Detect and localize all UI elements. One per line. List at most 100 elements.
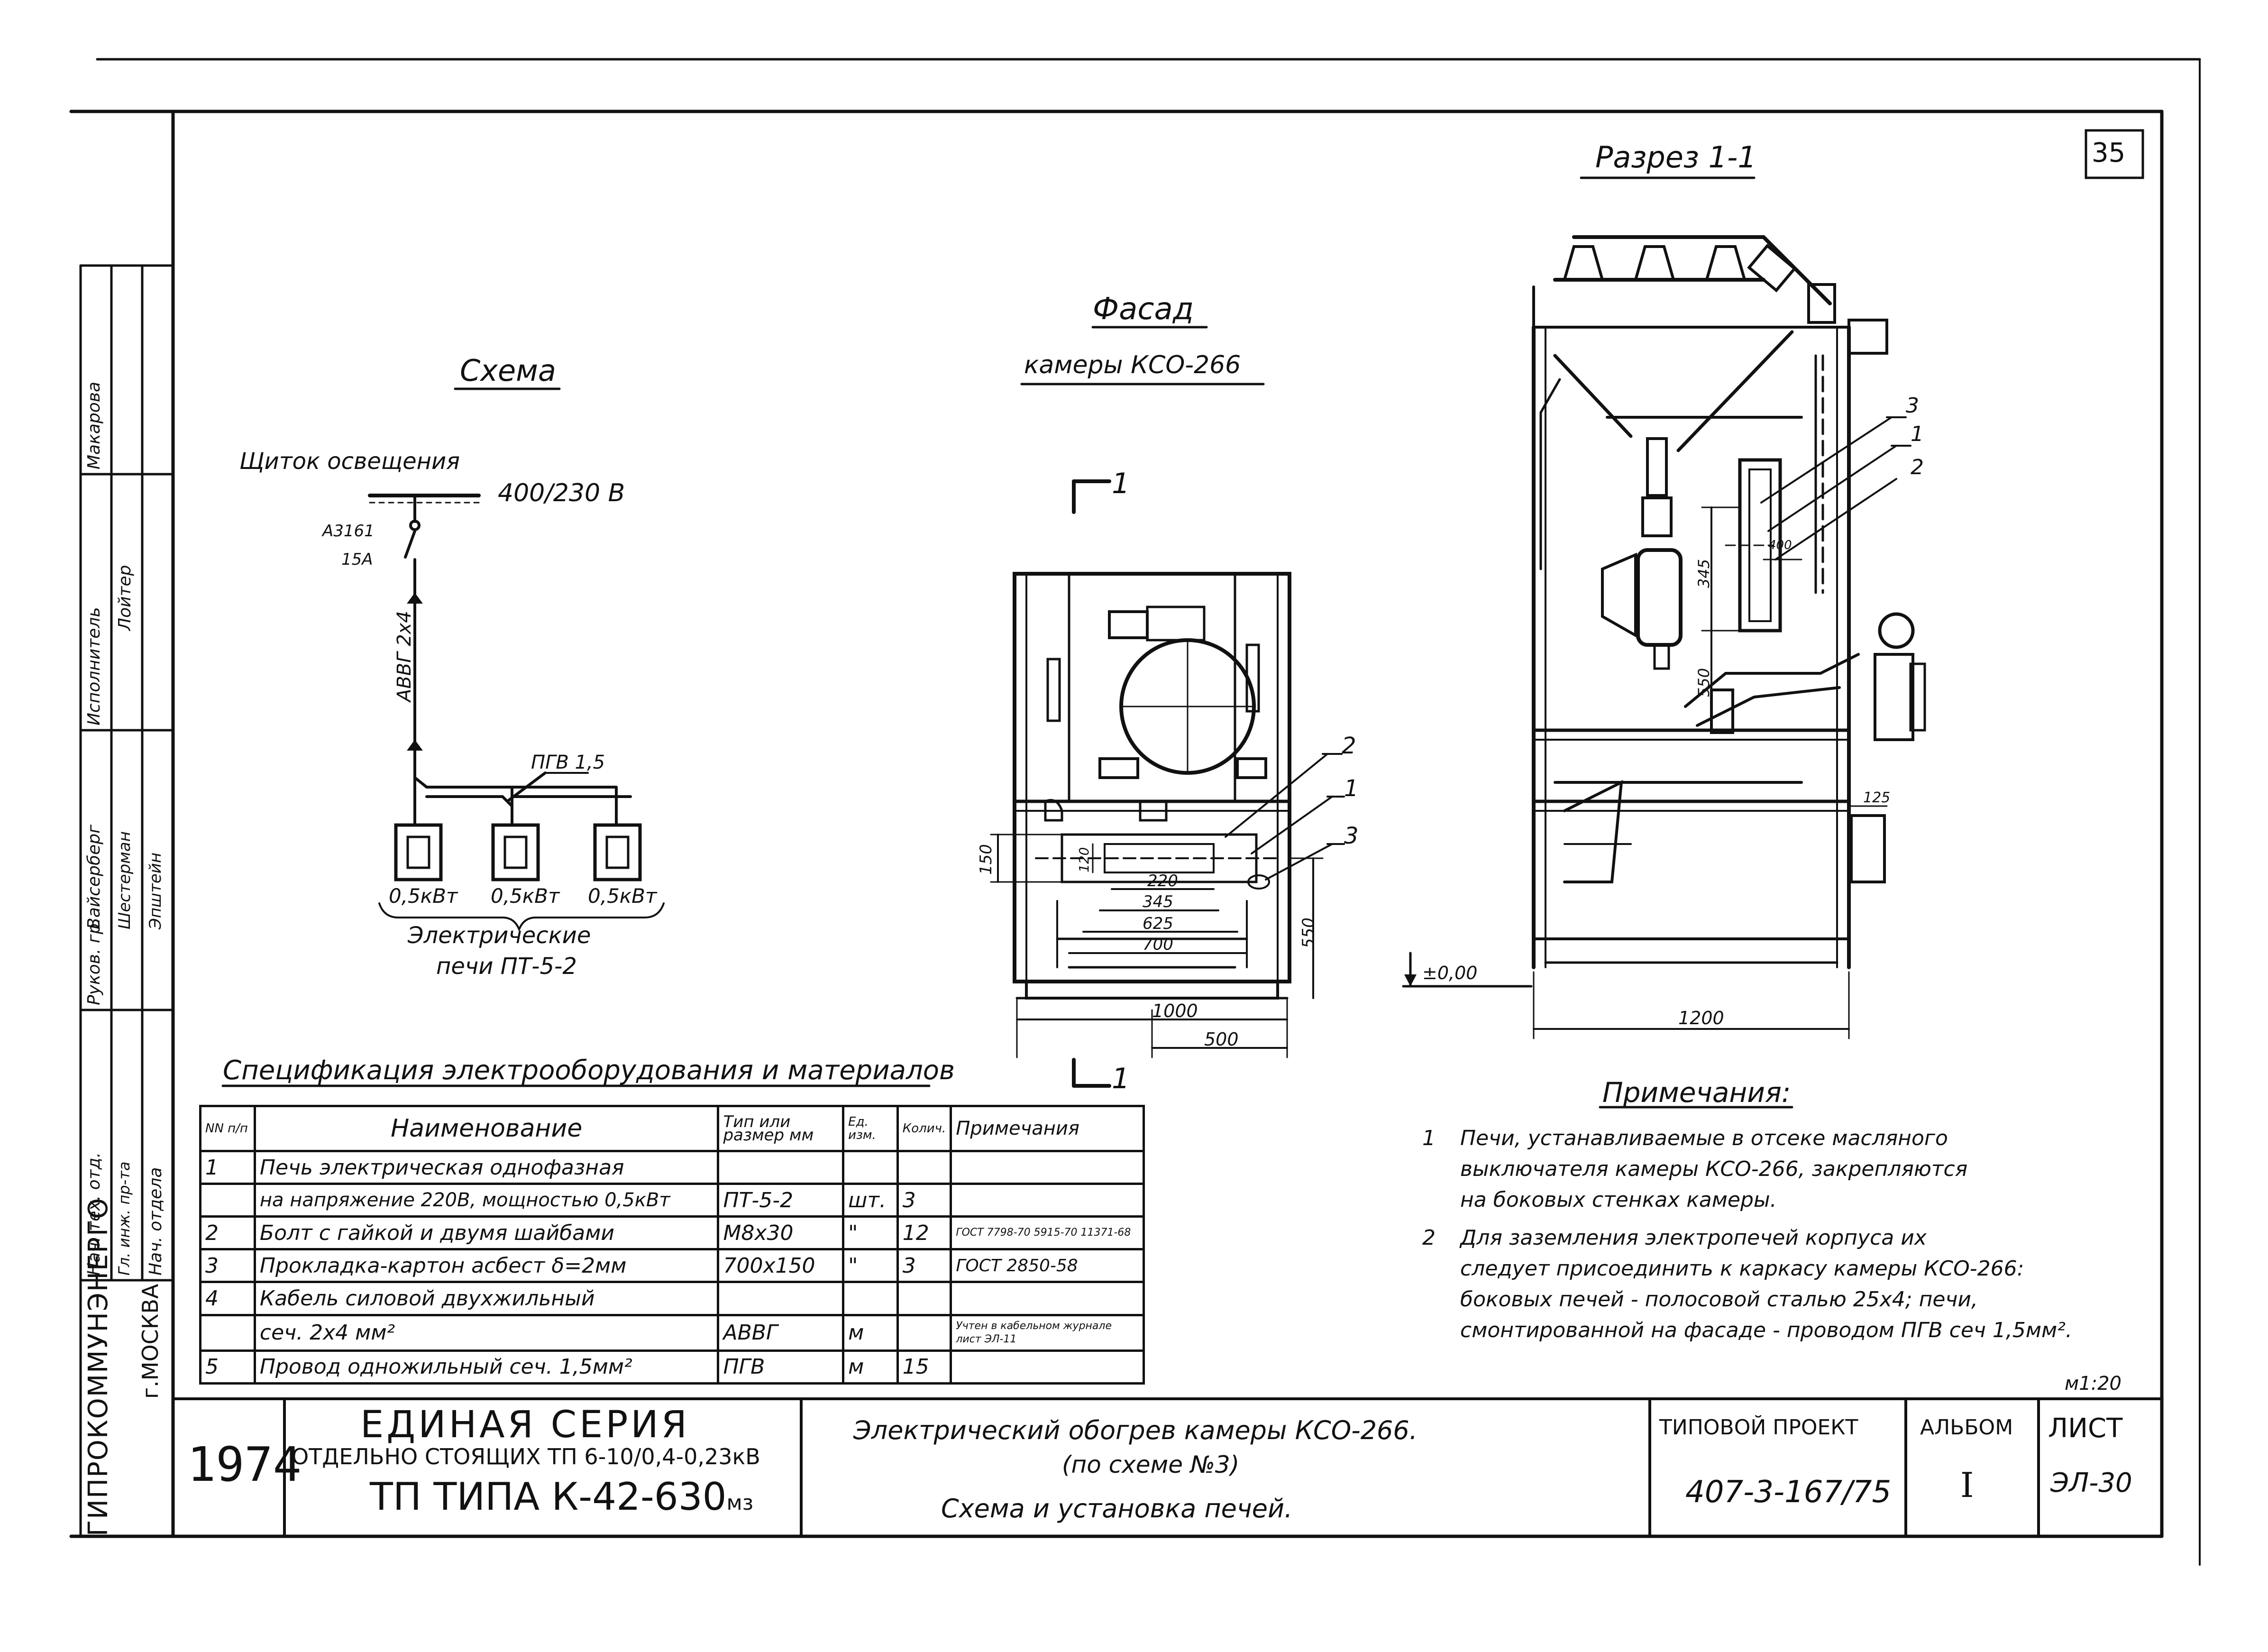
spec-cell-type: 700х150: [717, 1248, 845, 1284]
facade-dim-150: 150: [977, 844, 996, 875]
side-stamp: [79, 264, 174, 1538]
spec-row: 1 Печь электрическая однофазная: [199, 1149, 1145, 1185]
spec-row: 2 Болт с гайкой и двумя шайбами М8х30 " …: [199, 1215, 1145, 1251]
side-stamp-city: г.МОСКВА: [137, 1284, 163, 1399]
cable-main-label: АВВГ 2х4: [393, 611, 415, 702]
stamp-title-3: Схема и установка печей.: [941, 1494, 1293, 1524]
spec-cell-qty: 3: [896, 1183, 952, 1218]
stamp-project-label: ТИПОВОЙ ПРОЕКТ: [1659, 1415, 1858, 1440]
heater-power-2: 0,5кВт: [491, 884, 560, 908]
spec-table: NN п/п Наименование Тип или размер мм Ед…: [199, 1105, 1145, 1385]
section-dim-1200: 1200: [1678, 1008, 1724, 1028]
spec-cell-type: АВВГ: [717, 1313, 845, 1352]
stamp-album-number: I: [1960, 1465, 1974, 1505]
breaker-current: 15А: [341, 550, 373, 569]
stamp-series-2: ОТДЕЛЬНО СТОЯЩИХ ТП 6-10/0,4-0,23кВ: [292, 1444, 760, 1469]
panel-label: Щиток освещения: [239, 448, 460, 475]
spec-cell-num: 1: [199, 1149, 256, 1185]
spec-header-qty: Колич.: [896, 1105, 952, 1152]
stamp-year: 1974: [187, 1437, 302, 1492]
side-role-2: Гл. инж. пр-та: [115, 1161, 133, 1276]
heaters-caption-2: печи ПТ-5-2: [436, 953, 577, 980]
side-name-2: Шестерман: [115, 831, 134, 929]
voltage-label: 400/230 В: [498, 479, 625, 507]
section-drawing: [1402, 176, 1926, 1039]
spec-cell-num: 5: [199, 1349, 256, 1385]
spec-cell-name: Печь электрическая однофазная: [253, 1149, 720, 1185]
side-role-1: Нач. тех. отд.: [84, 1152, 104, 1276]
note-2-line-4: смонтированной на фасаде - проводом ПГВ …: [1460, 1318, 2072, 1342]
note-2-line-1: Для заземления электропечей корпуса их: [1460, 1226, 1927, 1250]
spec-cell-notes: [950, 1149, 1145, 1185]
section-callout-1: 1: [1911, 422, 1924, 446]
facade-callout-1: 1: [1344, 775, 1359, 802]
spec-cell-type: [717, 1149, 845, 1185]
note-1-line-1: Печи, устанавливаемые в отсеке масляного: [1460, 1126, 1948, 1150]
spec-cell-notes: [950, 1183, 1145, 1218]
stamp-sheet-code: ЭЛ-30: [2050, 1468, 2132, 1498]
facade-subtitle: камеры КСО-266: [1024, 351, 1241, 379]
spec-header-num: NN п/п: [199, 1105, 256, 1152]
spec-cell-unit: [842, 1149, 899, 1185]
spec-cell-type: [717, 1281, 845, 1316]
facade-dim-220: 220: [1147, 872, 1178, 890]
spec-row: сеч. 2х4 мм² АВВГ м Учтен в кабельном жу…: [199, 1313, 1145, 1352]
facade-dim-120: 120: [1076, 847, 1092, 872]
note-1-num: 1: [1422, 1126, 1436, 1150]
spec-cell-name: Провод одножильный сеч. 1,5мм²: [253, 1349, 720, 1385]
note-2-line-2: следует присоединить к каркасу камеры КС…: [1460, 1257, 2024, 1281]
note-1-line-2: выключателя камеры КСО-266, закрепляются: [1460, 1157, 1968, 1181]
side-name-5: Макарова: [84, 381, 104, 469]
spec-cell-unit: шт.: [842, 1183, 899, 1218]
side-name-3: Эпштейн: [146, 852, 165, 929]
facade-dim-345: 345: [1143, 892, 1173, 911]
facade-dim-1000: 1000: [1152, 1000, 1198, 1021]
spec-cell-notes: ГОСТ 7798-70 5915-70 11371-68: [950, 1215, 1145, 1251]
section-dim-345: 345: [1695, 559, 1713, 588]
spec-header-row: NN п/п Наименование Тип или размер мм Ед…: [199, 1105, 1145, 1152]
stamp-album-label: АЛЬБОМ: [1920, 1415, 2013, 1440]
heater-power-3: 0,5кВт: [588, 884, 657, 908]
spec-cell-qty: [896, 1281, 952, 1316]
spec-row: 5 Провод одножильный сеч. 1,5мм² ПГВ м 1…: [199, 1349, 1145, 1385]
facade-drawing: [990, 326, 1345, 1088]
spec-title: Спецификация электрооборудования и матер…: [223, 1055, 955, 1086]
spec-cell-unit: ": [842, 1248, 899, 1284]
spec-header-type: Тип или размер мм: [717, 1105, 845, 1152]
facade-dim-700: 700: [1143, 935, 1173, 954]
spec-cell-qty: [896, 1313, 952, 1352]
spec-cell-qty: 15: [896, 1349, 952, 1385]
spec-cell-name: Болт с гайкой и двумя шайбами: [253, 1215, 720, 1251]
spec-cell-name: Прокладка-картон асбест δ=2мм: [253, 1248, 720, 1284]
spec-cell-type: ПГВ: [717, 1349, 845, 1385]
stamp-series-3-main: ТП ТИПА К-42-630: [370, 1475, 727, 1519]
facade-dim-550: 550: [1299, 918, 1318, 948]
note-2-num: 2: [1422, 1226, 1436, 1250]
facade-callout-3: 3: [1344, 823, 1359, 849]
section-callout-2: 2: [1911, 455, 1924, 479]
spec-cell-notes: Учтен в кабельном журнале лист ЭЛ-11: [950, 1313, 1145, 1352]
stamp-project-number: 407-3-167/75: [1685, 1475, 1892, 1510]
note-2-line-3: боковых печей - полосовой сталью 25х4; п…: [1460, 1287, 1978, 1312]
level-mark: ±0,00: [1422, 963, 1478, 983]
heater-power-1: 0,5кВт: [389, 884, 458, 908]
spec-cell-num: 4: [199, 1281, 256, 1316]
cable-branch-label: ПГВ 1,5: [531, 752, 605, 773]
stamp-series-3-suffix: мз: [726, 1491, 754, 1515]
facade-dim-625: 625: [1143, 914, 1173, 933]
schema-title: Схема: [460, 353, 556, 388]
section-dim-400: 400: [1768, 538, 1792, 552]
spec-cell-type: ПТ-5-2: [717, 1183, 845, 1218]
side-role-4: Руков. гр.: [84, 918, 104, 1005]
breaker-type: А3161: [322, 522, 375, 541]
section-callout-3: 3: [1906, 394, 1919, 418]
spec-cell-name: на напряжение 220В, мощностью 0,5кВт: [253, 1183, 720, 1218]
side-role-3: Нач. отдела: [146, 1167, 165, 1276]
spec-cell-num: [199, 1313, 256, 1352]
side-role-5: Исполнитель: [84, 607, 104, 725]
facade-callout-2: 2: [1342, 733, 1356, 759]
side-name-1: Вайсерберг: [84, 824, 104, 929]
stamp-series-3: ТП ТИПА К-42-630мз: [370, 1475, 753, 1519]
note-1-line-3: на боковых стенках камеры.: [1460, 1188, 1777, 1212]
